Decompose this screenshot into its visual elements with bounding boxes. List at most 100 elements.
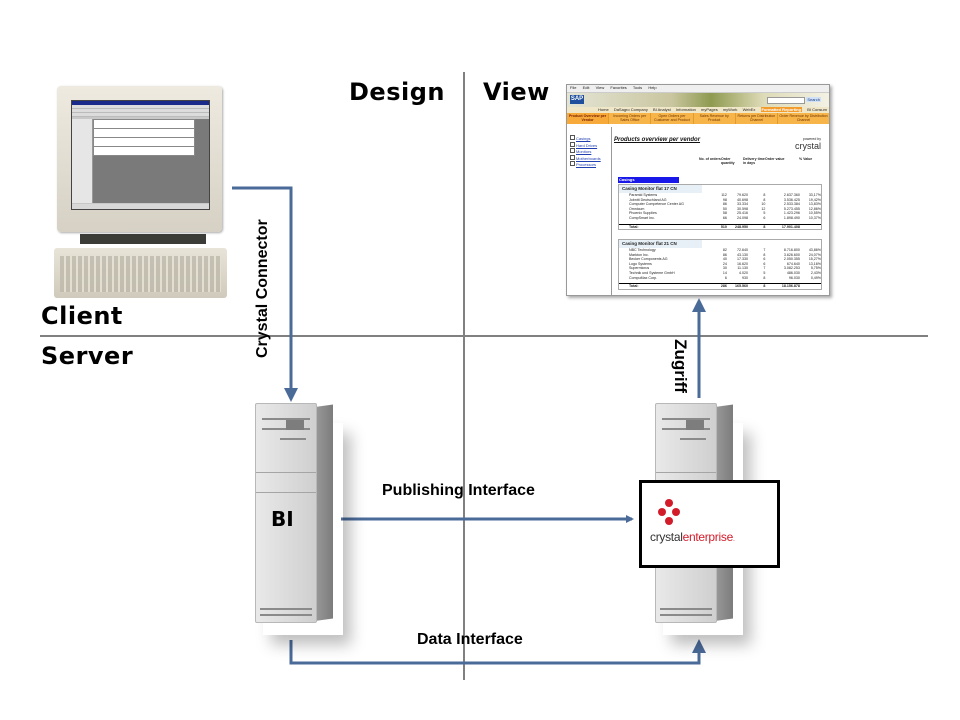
value-cell: 6 bbox=[763, 215, 766, 220]
value-cell: 24 bbox=[722, 261, 727, 266]
report-title: Products overview per vendor bbox=[614, 137, 701, 143]
vendor-cell: Supermicrus bbox=[629, 266, 650, 271]
value-cell: 43.130 bbox=[737, 252, 749, 257]
value-cell: 86 bbox=[722, 252, 727, 257]
bi-server: BI bbox=[255, 403, 340, 628]
client-server-divider bbox=[40, 335, 928, 337]
value-cell: 96.030 bbox=[788, 275, 800, 280]
value-cell: 25.416 bbox=[737, 211, 749, 216]
menu-tools[interactable]: Tools bbox=[632, 85, 643, 90]
value-cell: 674.640 bbox=[786, 261, 800, 266]
design-header: Design bbox=[349, 78, 445, 106]
value-cell: 30 bbox=[722, 266, 727, 271]
crystal-connector-arrow bbox=[232, 186, 298, 402]
subtab-product-overview[interactable]: Product Overview per Vendor bbox=[567, 113, 610, 124]
value-cell: 0,49% bbox=[810, 275, 822, 280]
value-cell: 8 bbox=[763, 197, 766, 202]
value-cell: 33,17% bbox=[808, 193, 822, 197]
value-cell: 24.098 bbox=[737, 215, 749, 220]
menu-view[interactable]: View bbox=[595, 85, 605, 90]
sap-portal-report-window: File Edit View Favorites Tools Help SAP … bbox=[566, 84, 830, 296]
value-cell: 8.716.800 bbox=[783, 248, 800, 252]
nav-monitors[interactable]: Monitors bbox=[567, 148, 611, 155]
crystal-connector-label: Crystal Connector bbox=[254, 219, 271, 358]
vendor-cell: Logo Systems bbox=[629, 261, 652, 266]
value-cell: 510 bbox=[720, 224, 727, 229]
value-cell: 4.020 bbox=[739, 270, 749, 275]
nav-motherboards[interactable]: Motherboards bbox=[567, 155, 611, 162]
nav-casings[interactable]: Casings bbox=[567, 135, 611, 142]
subtab-open-orders[interactable]: Open Orders per Customer and Product bbox=[651, 113, 694, 124]
menu-favorites[interactable]: Favorites bbox=[610, 85, 627, 90]
tab-company[interactable]: DaSagro Company bbox=[613, 107, 648, 112]
view-header: View bbox=[483, 78, 550, 106]
menu-edit[interactable]: Edit bbox=[582, 85, 590, 90]
value-cell: 5.273.455 bbox=[783, 206, 800, 211]
bi-label: BI bbox=[271, 507, 294, 531]
value-cell: 40.698 bbox=[737, 197, 749, 202]
sap-search-input[interactable] bbox=[767, 97, 805, 104]
vendor-cell: Total: bbox=[629, 224, 639, 229]
tab-bi-analyst[interactable]: BI Analyst bbox=[652, 107, 671, 112]
browser-menu-bar: File Edit View Favorites Tools Help bbox=[567, 85, 829, 93]
tab-mywork[interactable]: myWork bbox=[722, 107, 738, 112]
tab-information[interactable]: Information bbox=[675, 107, 696, 112]
menu-file[interactable]: File bbox=[570, 85, 577, 90]
client-monitor bbox=[57, 86, 222, 232]
value-cell: 24,07% bbox=[808, 252, 822, 257]
subtab-sales-revenue[interactable]: Sales Revenue by Product bbox=[694, 113, 736, 124]
value-cell: 8 bbox=[763, 275, 766, 280]
subtab-order-revenue[interactable]: Order Revenue by Distribution Channel bbox=[779, 114, 828, 123]
value-cell: 5 bbox=[763, 211, 766, 216]
vendor-cell: Jobnitt Deutschland AG bbox=[629, 197, 667, 202]
value-cell: 15,27% bbox=[808, 257, 822, 262]
value-cell: 10,37% bbox=[808, 215, 822, 220]
nav-processors[interactable]: Processors bbox=[567, 161, 611, 168]
client-header: Client bbox=[41, 302, 123, 330]
value-cell: 79.620 bbox=[737, 193, 749, 197]
crystal-designer-screen bbox=[71, 100, 210, 210]
tab-formatted-reporting[interactable]: Formatted Reporting bbox=[760, 107, 803, 112]
value-cell: 17.330 bbox=[737, 257, 749, 262]
design-view-divider bbox=[463, 72, 465, 680]
value-cell: 1.423.296 bbox=[783, 211, 800, 216]
crystal-enterprise-logo: crystalenterprise. bbox=[639, 480, 780, 568]
keyboard bbox=[54, 248, 227, 298]
value-cell: 72.640 bbox=[737, 248, 749, 252]
value-cell: 8 bbox=[763, 252, 766, 257]
tab-home[interactable]: Home bbox=[598, 107, 609, 112]
sap-logo: SAP bbox=[570, 95, 584, 104]
tab-bi-consumer[interactable]: BI Consum bbox=[807, 107, 827, 112]
vendor-cell: Markton Inc. bbox=[629, 252, 649, 257]
value-cell: 50 bbox=[722, 206, 727, 211]
subtab-returns[interactable]: Returns per Distribution Channel bbox=[736, 113, 779, 124]
value-cell: 16.620 bbox=[737, 261, 749, 266]
value-cell: 486.030 bbox=[786, 270, 800, 275]
value-cell: 165.560 bbox=[735, 284, 749, 289]
nav-hard-drives[interactable]: Hard Drives bbox=[567, 142, 611, 149]
vendor-cell: Total: bbox=[629, 284, 639, 289]
menu-help[interactable]: Help bbox=[648, 85, 657, 90]
tab-mypages[interactable]: myPages bbox=[701, 107, 718, 112]
value-cell: 112 bbox=[721, 193, 727, 197]
value-cell: 6 bbox=[763, 261, 766, 266]
value-cell: 286 bbox=[720, 284, 727, 289]
vendor-cell: Paramid Systems bbox=[629, 193, 658, 197]
tab-webex[interactable]: WebEx bbox=[742, 107, 756, 112]
data-interface-arrow bbox=[289, 639, 706, 665]
subtab-incoming-orders[interactable]: Incoming Orders per Sales Office bbox=[609, 113, 652, 124]
value-cell: 248.950 bbox=[735, 224, 749, 229]
sap-search-button[interactable]: Search bbox=[806, 97, 821, 102]
report-tree-nav: Casings Hard Drives Monitors Motherboard… bbox=[567, 127, 612, 295]
value-cell: 10,55% bbox=[808, 211, 822, 216]
value-cell: 2.050.355 bbox=[783, 257, 800, 262]
vendor-cell: CompuMax Corp. bbox=[629, 275, 658, 280]
value-cell: 5,75% bbox=[810, 266, 822, 271]
server-header: Server bbox=[41, 342, 134, 370]
value-cell: 7 bbox=[763, 266, 766, 271]
